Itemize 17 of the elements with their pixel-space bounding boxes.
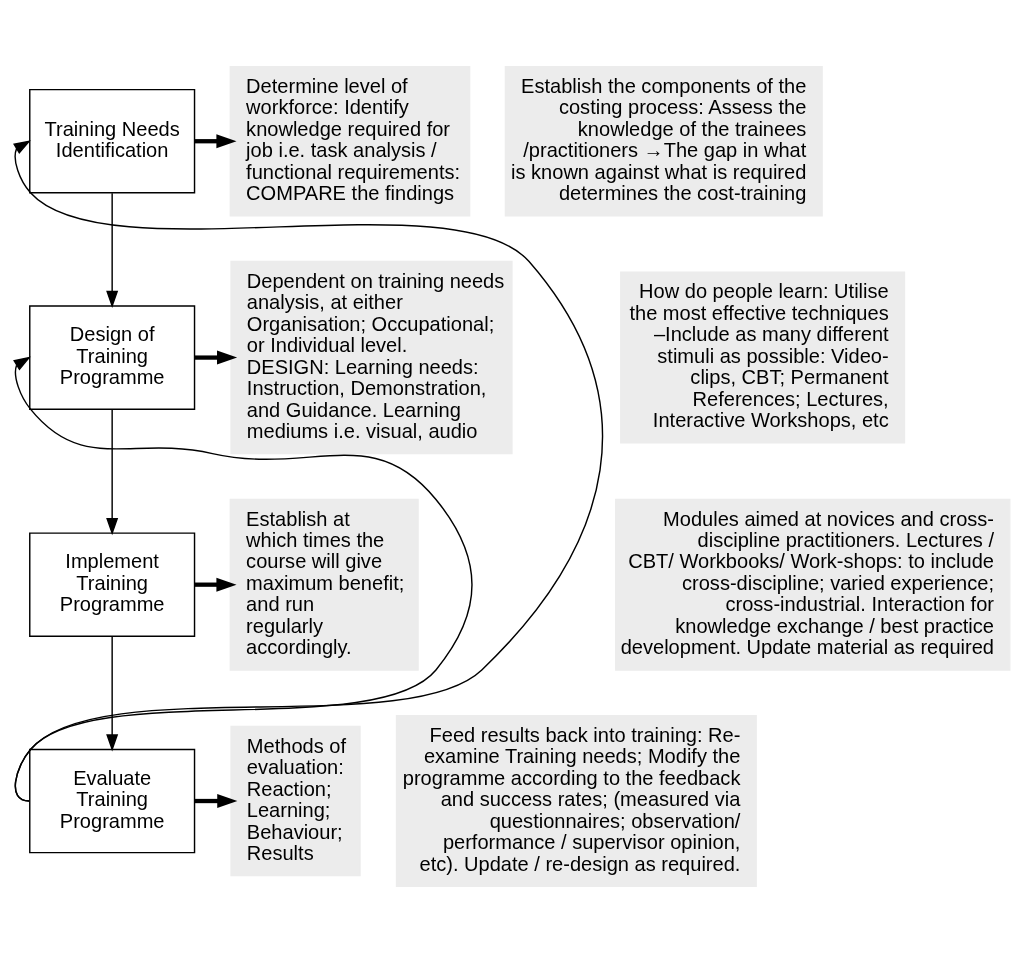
arrow: [194, 793, 238, 809]
arrow: [106, 408, 119, 536]
node-box: Training Needs Identification: [29, 88, 196, 194]
node-box: Design of Training Programme: [29, 305, 196, 410]
arrow: [13, 140, 604, 802]
arrow: [194, 134, 237, 149]
node-box: Methods of evaluation: Reaction; Learning; Behaviour; Results: [230, 725, 361, 877]
arrow: [106, 192, 119, 309]
node-box: Establish at which times the course will give maximum benefit; and run regularly accordingly.: [229, 498, 419, 671]
node-box: Determine level of workforce: Identify knowledge required for job i.e. task analysis / functional requirements: COMPARE the findings: [229, 66, 471, 217]
node-box: Implement Training Programme: [29, 532, 196, 637]
arrow: [194, 577, 237, 592]
arrow: [194, 350, 238, 365]
arrow: [106, 636, 119, 752]
arrow: [13, 356, 473, 802]
node-box: Dependent on training needs analysis, at either Organisation; Occupational; or Individual level. DESIGN: Learning needs: Instruction, Demonstration, and Guidance. Learning mediums i.e. visual, audio: [230, 260, 513, 455]
node-box: Evaluate Training Programme: [29, 748, 196, 854]
